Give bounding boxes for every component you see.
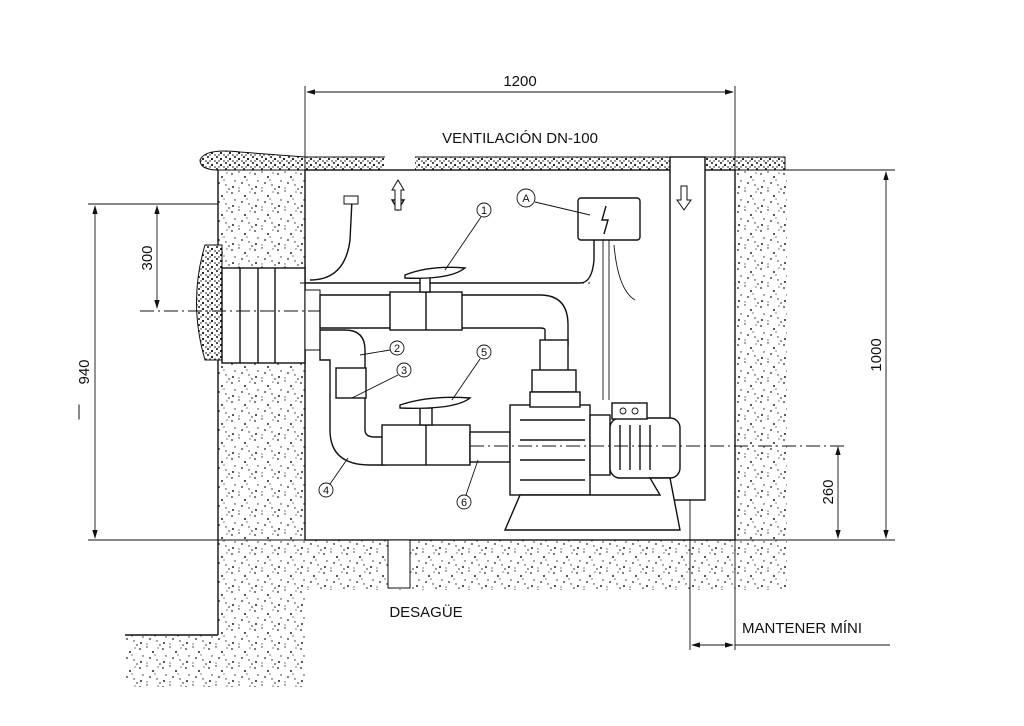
skimmer-top-dimension: 300 — [139, 245, 156, 270]
height-dimension: 1000 — [868, 338, 885, 371]
concrete-structure — [125, 150, 787, 687]
width-dimension: 1200 — [503, 73, 536, 90]
skimmer — [196, 244, 321, 364]
lower-ball-valve — [381, 396, 472, 466]
ventilation-label: VENTILACIÓN DN-100 — [442, 130, 598, 147]
drain-pipe — [387, 539, 411, 589]
callouts: 1 2 3 4 5 6 — [318, 202, 492, 510]
vent-down-arrow-icon — [676, 185, 692, 211]
pump-axis-dimension: 260 — [820, 479, 837, 504]
electrical-box-callout: A — [522, 193, 530, 205]
callout-3: 3 — [401, 365, 407, 377]
dimensions: 1200 VENTILACIÓN DN-100 1000 260 940 — 3… — [70, 73, 895, 650]
lightning-icon — [601, 205, 609, 235]
drain-label: DESAGÜE — [389, 603, 462, 621]
callout-5: 5 — [481, 347, 487, 359]
pump — [469, 391, 845, 531]
skimmer-total-dimension: 940 — [76, 359, 93, 384]
skimmer-dash: — — [70, 405, 87, 420]
electrical-box: A — [516, 188, 641, 400]
callout-1: 1 — [481, 205, 487, 217]
keep-minimum-label: MANTENER MÍNI — [742, 620, 862, 637]
callout-4: 4 — [323, 485, 329, 497]
callout-2: 2 — [394, 343, 400, 355]
vent-up-arrow-icon — [391, 179, 405, 211]
callout-6: 6 — [461, 497, 467, 509]
upper-ball-valve — [389, 266, 467, 331]
